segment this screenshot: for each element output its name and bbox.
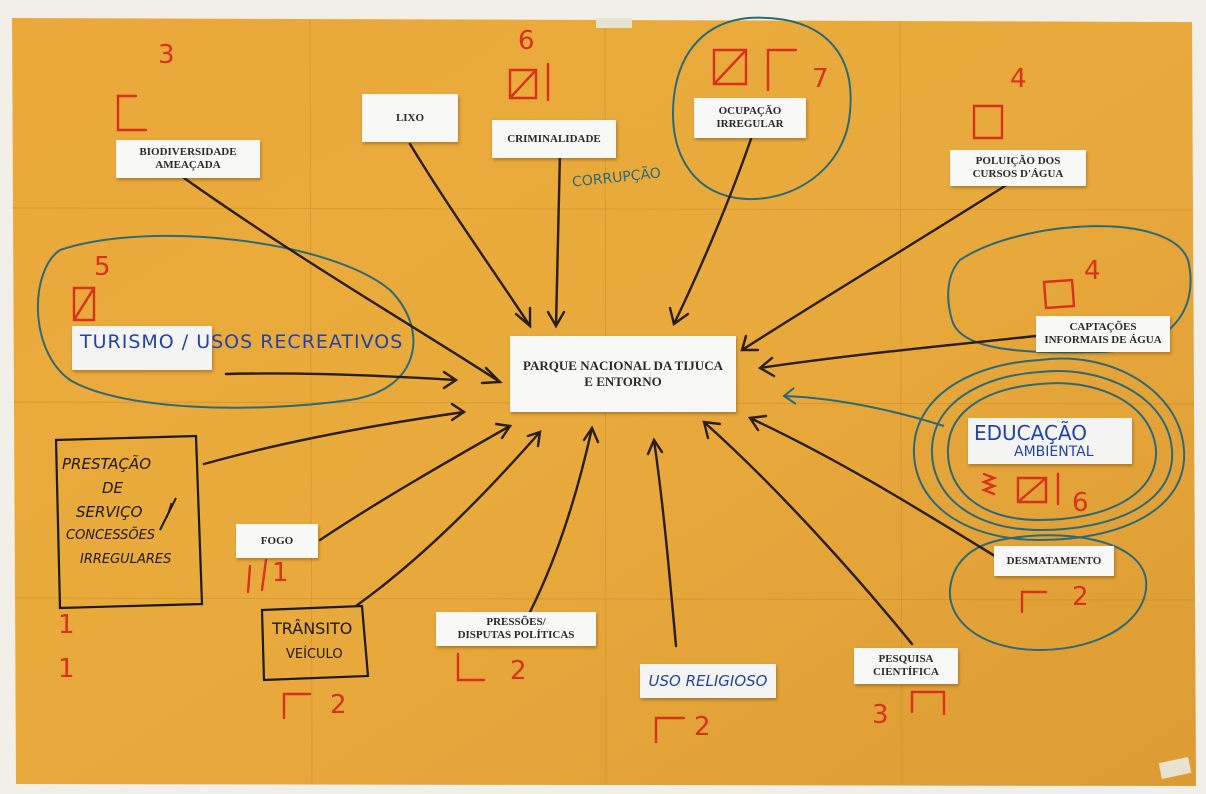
center-card: PARQUE NACIONAL DA TIJUCA E ENTORNO: [510, 336, 736, 412]
tally-captacoes: [1042, 278, 1076, 310]
center-line1: PARQUE NACIONAL DA TIJUCA: [523, 358, 723, 373]
card-pesquisa-line1: PESQUISA: [878, 653, 934, 665]
score-ocupacao: 7: [812, 64, 829, 94]
prestacao-slash: /: [166, 500, 173, 521]
card-desmatamento-label: DESMATAMENTO: [1006, 554, 1102, 567]
card-poluicao-line2: CURSOS D'ÁGUA: [972, 168, 1064, 180]
score-transito: 2: [330, 690, 347, 720]
card-turismo: TURISMO / USOS RECREATIVOS: [72, 326, 402, 370]
card-educacao: EDUCAÇÃO AMBIENTAL: [968, 418, 1132, 464]
card-pressoes-line1: PRESSÕES/: [486, 616, 546, 628]
tally-pesquisa: [910, 690, 946, 716]
card-pesquisa: PESQUISA CIENTÍFICA: [854, 648, 958, 684]
turismo-label: TURISMO / USOS RECREATIVOS: [80, 331, 404, 353]
card-captacoes: CAPTAÇÕES INFORMAIS DE ÁGUA: [1036, 316, 1170, 352]
prestacao-line6: IRREGULARES: [80, 552, 172, 567]
tally-turismo: [72, 286, 96, 322]
card-poluicao-line1: POLUIÇÃO DOS: [975, 155, 1061, 167]
score-turismo: 5: [94, 252, 111, 282]
card-captacoes-line1: CAPTAÇÕES: [1069, 321, 1137, 333]
score-pressoes: 2: [510, 656, 527, 686]
transito-line2: VEÍCULO: [286, 647, 343, 662]
card-ocupacao-line1: OCUPAÇÃO: [718, 105, 782, 117]
uso-religioso-label: USO RELIGIOSO: [648, 671, 768, 690]
card-biodiversidade-line1: BIODIVERSIDADE: [139, 146, 237, 158]
box-transito: [260, 604, 370, 682]
card-fogo-label: FOGO: [260, 534, 294, 547]
tally-fogo: [246, 558, 268, 594]
tally-educacao: [1016, 472, 1060, 506]
score-prestacao-top: 1: [58, 610, 75, 640]
card-desmatamento: DESMATAMENTO: [994, 546, 1114, 576]
tally-ocupacao: [712, 48, 798, 92]
tally-criminalidade: [508, 62, 550, 102]
card-uso-religioso: USO RELIGIOSO: [640, 664, 776, 698]
tally-pressoes: [456, 652, 486, 682]
card-criminalidade-label: CRIMINALIDADE: [507, 132, 601, 145]
transito-text: TRÂNSITO VEÍCULO: [272, 616, 352, 668]
card-biodiversidade-line2: AMEAÇADA: [155, 159, 221, 171]
card-lixo-label: LIXO: [395, 111, 425, 124]
circle-desmatamento: [948, 534, 1148, 652]
box-prestacao: [54, 434, 204, 610]
score-biodiversidade: 3: [158, 40, 175, 70]
prestacao-line5: CONCESSÕES: [66, 528, 156, 543]
card-pressoes-line2: DISPUTAS POLÍTICAS: [457, 629, 575, 641]
educacao-line2: AMBIENTAL: [1014, 444, 1094, 460]
card-ocupacao: OCUPAÇÃO IRREGULAR: [694, 98, 806, 138]
prestacao-line2: DE: [102, 479, 124, 497]
card-biodiversidade: BIODIVERSIDADE AMEAÇADA: [116, 140, 260, 178]
tally-desmatamento: [1020, 590, 1048, 614]
card-criminalidade: CRIMINALIDADE: [492, 120, 616, 158]
circle-educacao-3: [946, 382, 1158, 522]
circle-turismo: [36, 234, 415, 409]
score-pesquisa: 3: [872, 700, 889, 730]
circle-educacao-1: [912, 357, 1186, 542]
score-educacao: 6: [1072, 488, 1089, 518]
card-captacoes-line2: INFORMAIS DE ÁGUA: [1044, 334, 1162, 346]
educacao-line1: EDUCAÇÃO: [974, 421, 1088, 445]
card-lixo: LIXO: [362, 94, 458, 142]
card-poluicao: POLUIÇÃO DOS CURSOS D'ÁGUA: [950, 150, 1086, 186]
score-uso-religioso: 2: [694, 712, 711, 742]
transito-line1: TRÂNSITO: [272, 619, 353, 638]
circle-ocupacao: [672, 16, 852, 201]
card-pesquisa-line2: CIENTÍFICA: [872, 666, 939, 678]
tally-poluicao: [972, 104, 1004, 140]
score-criminalidade: 6: [518, 26, 535, 56]
score-desmatamento: 2: [1072, 582, 1089, 612]
tally-uso-religioso: [654, 716, 686, 744]
score-fogo: 1: [272, 558, 289, 588]
prestacao-text: PRESTAÇÃO DE SERVIÇO CONCESSÕES IRREGULA…: [62, 452, 171, 572]
score-captacoes: 4: [1084, 256, 1101, 286]
tally-biodiversidade: [116, 94, 148, 132]
prestacao-line1: PRESTAÇÃO: [62, 455, 152, 473]
tally-educacao-scribble: [980, 472, 998, 496]
card-fogo: FOGO: [236, 524, 318, 558]
card-ocupacao-line2: IRREGULAR: [716, 118, 784, 130]
prestacao-line3: SERVIÇO: [76, 503, 143, 521]
card-pressoes: PRESSÕES/ DISPUTAS POLÍTICAS: [436, 612, 596, 646]
circle-educacao-2: [930, 370, 1174, 532]
score-poluicao: 4: [1010, 64, 1027, 94]
center-line2: E ENTORNO: [584, 374, 662, 389]
score-prestacao-bottom: 1: [58, 654, 75, 684]
tally-transito: [282, 692, 312, 720]
